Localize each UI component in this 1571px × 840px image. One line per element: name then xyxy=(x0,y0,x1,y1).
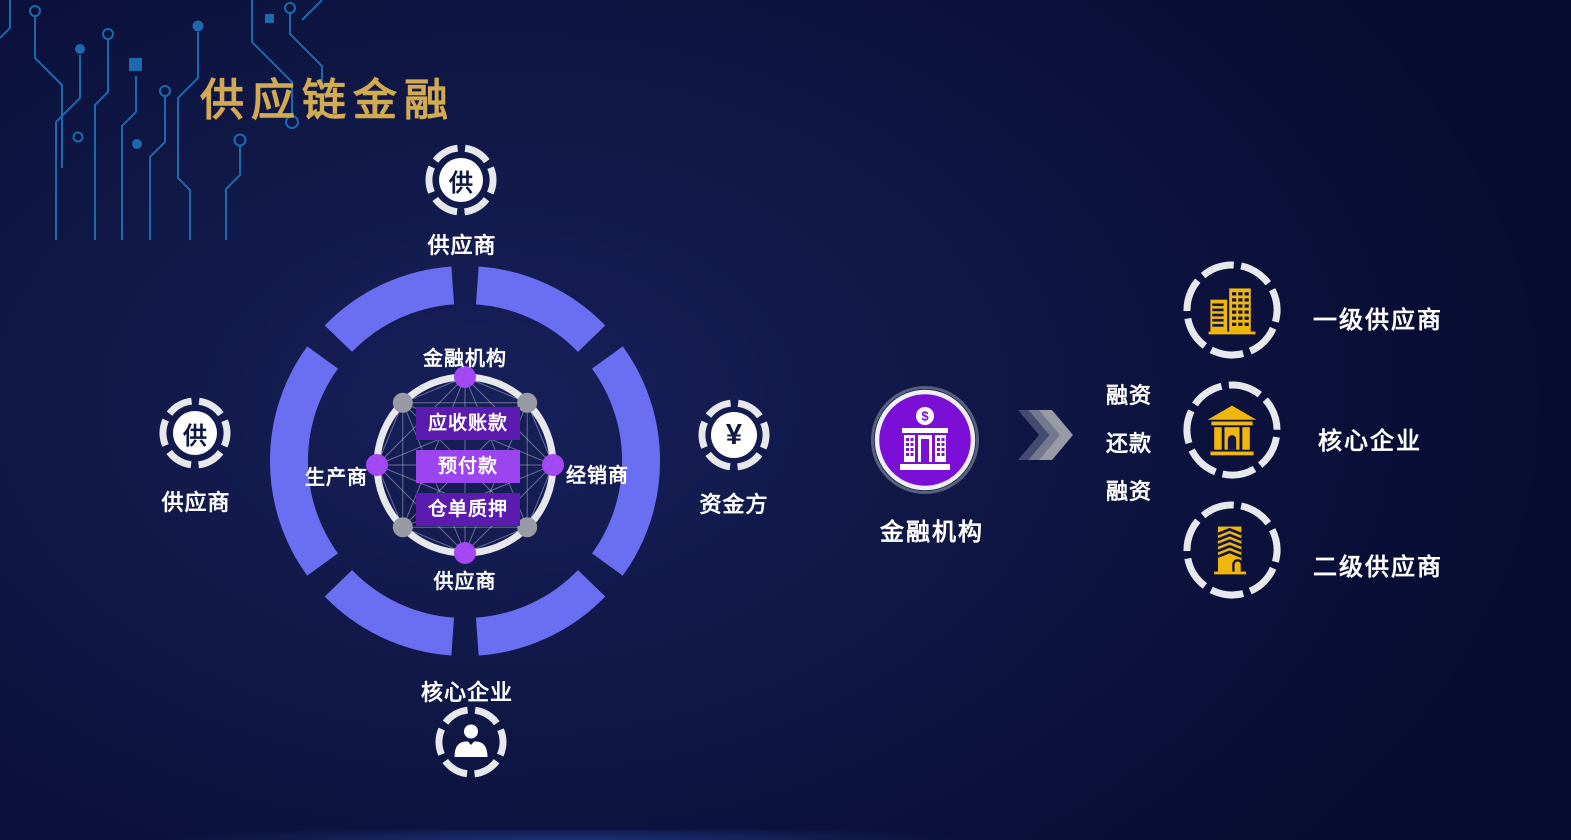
entity-label-tier2-supplier: 二级供应商 xyxy=(1313,554,1443,581)
network-label-bottom: 供应商 xyxy=(433,571,497,593)
circuit-decoration-graphic xyxy=(0,0,323,240)
orbit-entity-right: ¥ xyxy=(694,395,774,475)
finance-product-box: 应收账款 xyxy=(416,407,520,440)
bank-dollar-icon: $ xyxy=(900,407,950,470)
supplier-glyph-icon: 供 xyxy=(439,158,483,202)
office-buildings-icon xyxy=(1208,288,1256,335)
institution-label: 金融机构 xyxy=(880,519,984,546)
dashed-circle-icon xyxy=(435,706,507,778)
orbit-label-bottom: 核心企业 xyxy=(420,680,514,705)
entity-core-enterprise xyxy=(1180,378,1284,482)
network-label-right: 经销商 xyxy=(566,465,629,487)
network-node xyxy=(517,392,538,413)
flow-label-financing-top: 融资 xyxy=(1105,383,1153,408)
dashed-circle-icon xyxy=(1183,501,1281,599)
network-node xyxy=(517,517,538,538)
finance-product-box: 仓单质押 xyxy=(416,493,520,526)
supplier-glyph-icon: 供 xyxy=(173,411,217,455)
network-node xyxy=(542,454,564,476)
entity-tier1-supplier xyxy=(1180,258,1284,362)
yuan-icon: ¥ xyxy=(711,412,757,458)
flow-label-financing-bottom: 融资 xyxy=(1105,479,1153,504)
dashed-circle-icon xyxy=(425,144,497,216)
orbit-label-right: 资金方 xyxy=(699,492,769,517)
entity-tier2-supplier xyxy=(1180,498,1284,602)
bank-building-icon xyxy=(1207,405,1257,456)
network-node xyxy=(366,454,388,476)
person-icon xyxy=(454,724,488,757)
orbit-ring-graphic xyxy=(270,266,660,656)
network-node xyxy=(454,542,476,564)
flow-label-repayment: 还款 xyxy=(1105,431,1153,456)
tower-building-icon xyxy=(1214,526,1247,575)
bottom-glow-decoration xyxy=(140,830,1090,840)
network-node xyxy=(392,517,413,538)
supplier-glyph: 供 xyxy=(449,169,473,197)
orbit-entity-left: 供 xyxy=(155,393,235,473)
network-label-left: 生产商 xyxy=(305,467,368,489)
network-label-top: 金融机构 xyxy=(423,348,507,370)
financial-institution-badge: $ xyxy=(871,386,979,494)
orbit-label-left: 供应商 xyxy=(161,490,231,515)
dashed-circle-icon xyxy=(1183,261,1281,359)
entity-label-core-enterprise: 核心企业 xyxy=(1318,428,1422,455)
network-node xyxy=(454,366,476,388)
supplier-glyph: 供 xyxy=(183,422,207,450)
flow-arrow-icon xyxy=(1018,410,1073,460)
dashed-circle-icon xyxy=(159,397,231,469)
entity-label-tier1-supplier: 一级供应商 xyxy=(1313,307,1443,334)
dollar-glyph: $ xyxy=(921,409,929,424)
yuan-glyph: ¥ xyxy=(725,418,743,451)
orbit-label-top: 供应商 xyxy=(427,233,497,258)
dashed-circle-icon xyxy=(1183,381,1281,479)
orbit-entity-top: 供 xyxy=(421,140,501,220)
network-node xyxy=(392,392,413,413)
finance-product-box: 预付款 xyxy=(416,450,520,483)
orbit-entity-bottom xyxy=(431,702,511,782)
dashed-circle-icon xyxy=(698,399,770,471)
page-title: 供应链金融 xyxy=(200,76,455,125)
